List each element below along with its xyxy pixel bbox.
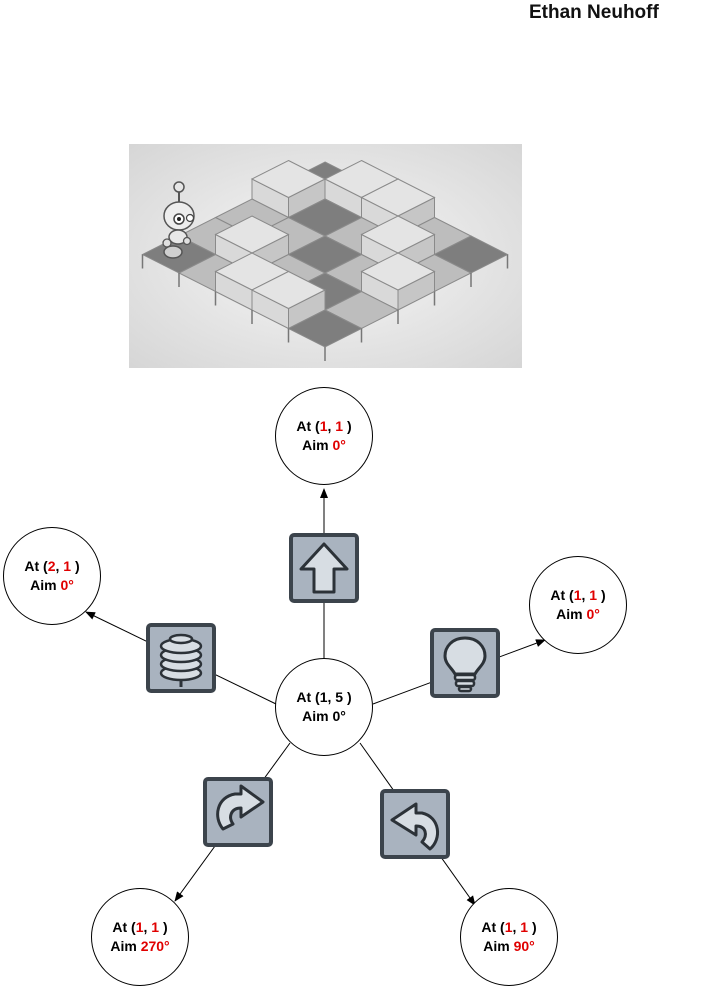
- state-node-jump: At (2, 1 ) Aim 0°: [3, 527, 101, 625]
- turn-right-icon[interactable]: [203, 777, 273, 847]
- state-aim: Aim 0°: [302, 708, 346, 724]
- game-board-scene: [129, 144, 522, 368]
- state-node-center: At (1, 5 ) Aim 0°: [275, 658, 373, 756]
- state-aim: Aim 0°: [302, 437, 346, 453]
- state-node-light: At (1, 1 ) Aim 0°: [529, 556, 627, 654]
- state-position: At (1, 1 ): [296, 418, 352, 434]
- state-position: At (1, 1 ): [481, 919, 537, 935]
- state-node-forward: At (1, 1 ) Aim 0°: [275, 387, 373, 485]
- state-position: At (2, 1 ): [24, 558, 80, 574]
- state-node-turn-right: At (1, 1 ) Aim 270°: [91, 888, 189, 986]
- state-position: At (1, 1 ): [550, 587, 606, 603]
- state-aim: Aim 270°: [110, 938, 170, 954]
- author-name: Ethan Neuhoff: [529, 2, 659, 23]
- forward-arrow-icon[interactable]: [289, 533, 359, 603]
- turn-left-icon[interactable]: [380, 789, 450, 859]
- light-bulb-icon[interactable]: [430, 628, 500, 698]
- state-aim: Aim 0°: [30, 577, 74, 593]
- state-aim: Aim 90°: [483, 938, 535, 954]
- state-position: At (1, 1 ): [112, 919, 168, 935]
- state-position: At (1, 5 ): [296, 689, 352, 705]
- robot-icon: [162, 181, 195, 259]
- state-aim: Aim 0°: [556, 606, 600, 622]
- spring-jump-icon[interactable]: [146, 623, 216, 693]
- state-node-turn-left: At (1, 1 ) Aim 90°: [460, 888, 558, 986]
